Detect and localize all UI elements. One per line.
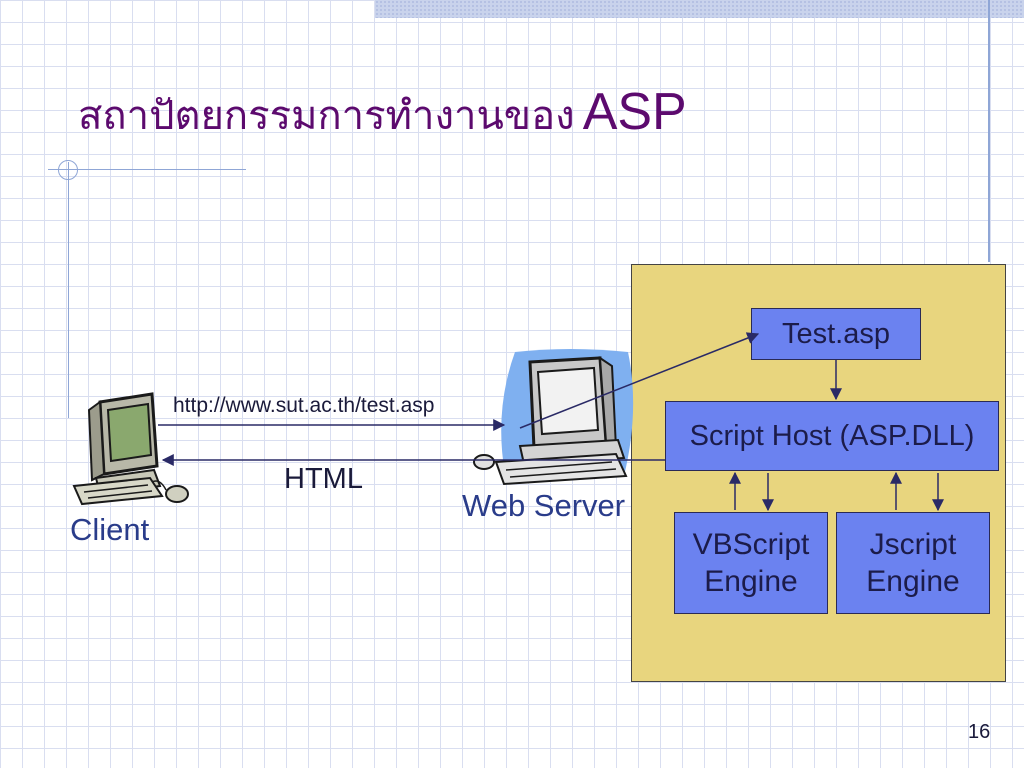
left-decor-line [68, 162, 69, 418]
decor-ring [58, 160, 78, 180]
jscript-engine-box: Jscript Engine [836, 512, 990, 614]
request-url-label: http://www.sut.ac.th/test.asp [173, 394, 435, 417]
test-asp-box: Test.asp [751, 308, 921, 360]
server-to-test-asp-arrow [519, 332, 760, 429]
web-server-computer-icon [473, 349, 634, 486]
title-asp: ASP [582, 83, 687, 141]
title-underline [48, 169, 246, 170]
web-server-label: Web Server [462, 488, 626, 523]
top-decor-band [375, 0, 1024, 18]
response-html-label: HTML [284, 463, 363, 495]
page-number: 16 [968, 721, 991, 743]
vbscript-engine-box: VBScript Engine [674, 512, 828, 614]
script-host-box: Script Host (ASP.DLL) [665, 401, 999, 471]
title-thai: สถาปัตยกรรมการทำงานของ [78, 93, 575, 139]
right-decor-line [988, 0, 990, 262]
client-label: Client [70, 512, 150, 547]
client-computer-icon [72, 392, 189, 506]
